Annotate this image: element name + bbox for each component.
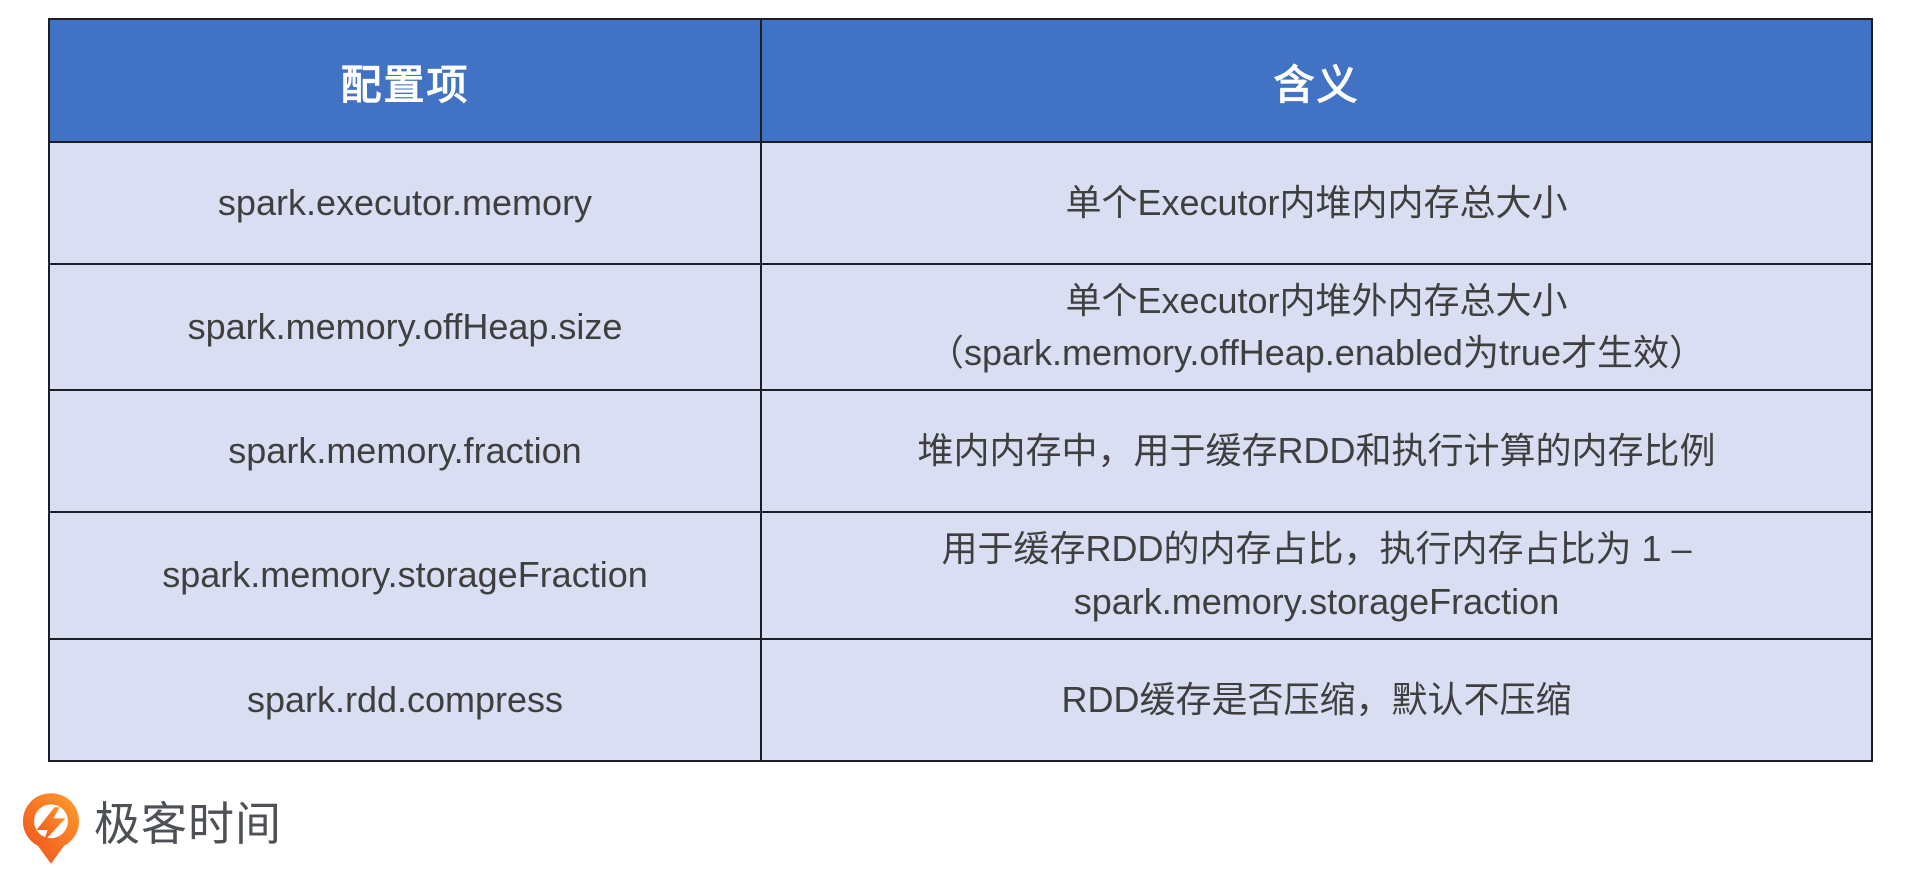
table-row: spark.memory.offHeap.size 单个Executor内堆外内… [50,263,1871,390]
config-key: spark.rdd.compress [246,678,564,720]
config-meaning: RDD缓存是否压缩，默认不压缩 [760,639,1871,760]
config-key: spark.memory.offHeap.size [187,306,623,348]
config-key: spark.memory.fraction [228,430,582,472]
geektime-logo-text: 极客时间 [94,798,282,850]
header-cell-config: 配置项 [340,61,470,108]
config-meaning: 堆内内存中，用于缓存RDD和执行计算的内存比例 [760,391,1871,512]
config-key: spark.memory.storageFraction [162,554,648,596]
config-meaning: 单个Executor内堆外内存总大小 （spark.memory.offHeap… [760,265,1871,390]
header-cell-meaning: 含义 [760,20,1871,141]
table-row: spark.memory.fraction 堆内内存中，用于缓存RDD和执行计算… [50,389,1871,512]
geektime-logo: 极客时间 [22,792,282,866]
table-row: spark.memory.storageFraction 用于缓存RDD的内存占… [50,511,1871,638]
spark-config-table: 配置项 含义 spark.executor.memory 单个Executor内… [48,18,1873,762]
config-meaning: 单个Executor内堆内内存总大小 [760,143,1871,263]
config-key: spark.executor.memory [217,181,593,223]
table-header-row: 配置项 含义 [50,20,1871,141]
table-row: spark.executor.memory 单个Executor内堆内内存总大小 [50,141,1871,263]
config-meaning: 用于缓存RDD的内存占比，执行内存占比为 1 – spark.memory.st… [760,513,1871,638]
table-row: spark.rdd.compress RDD缓存是否压缩，默认不压缩 [50,637,1871,760]
geektime-pin-icon [22,792,80,866]
